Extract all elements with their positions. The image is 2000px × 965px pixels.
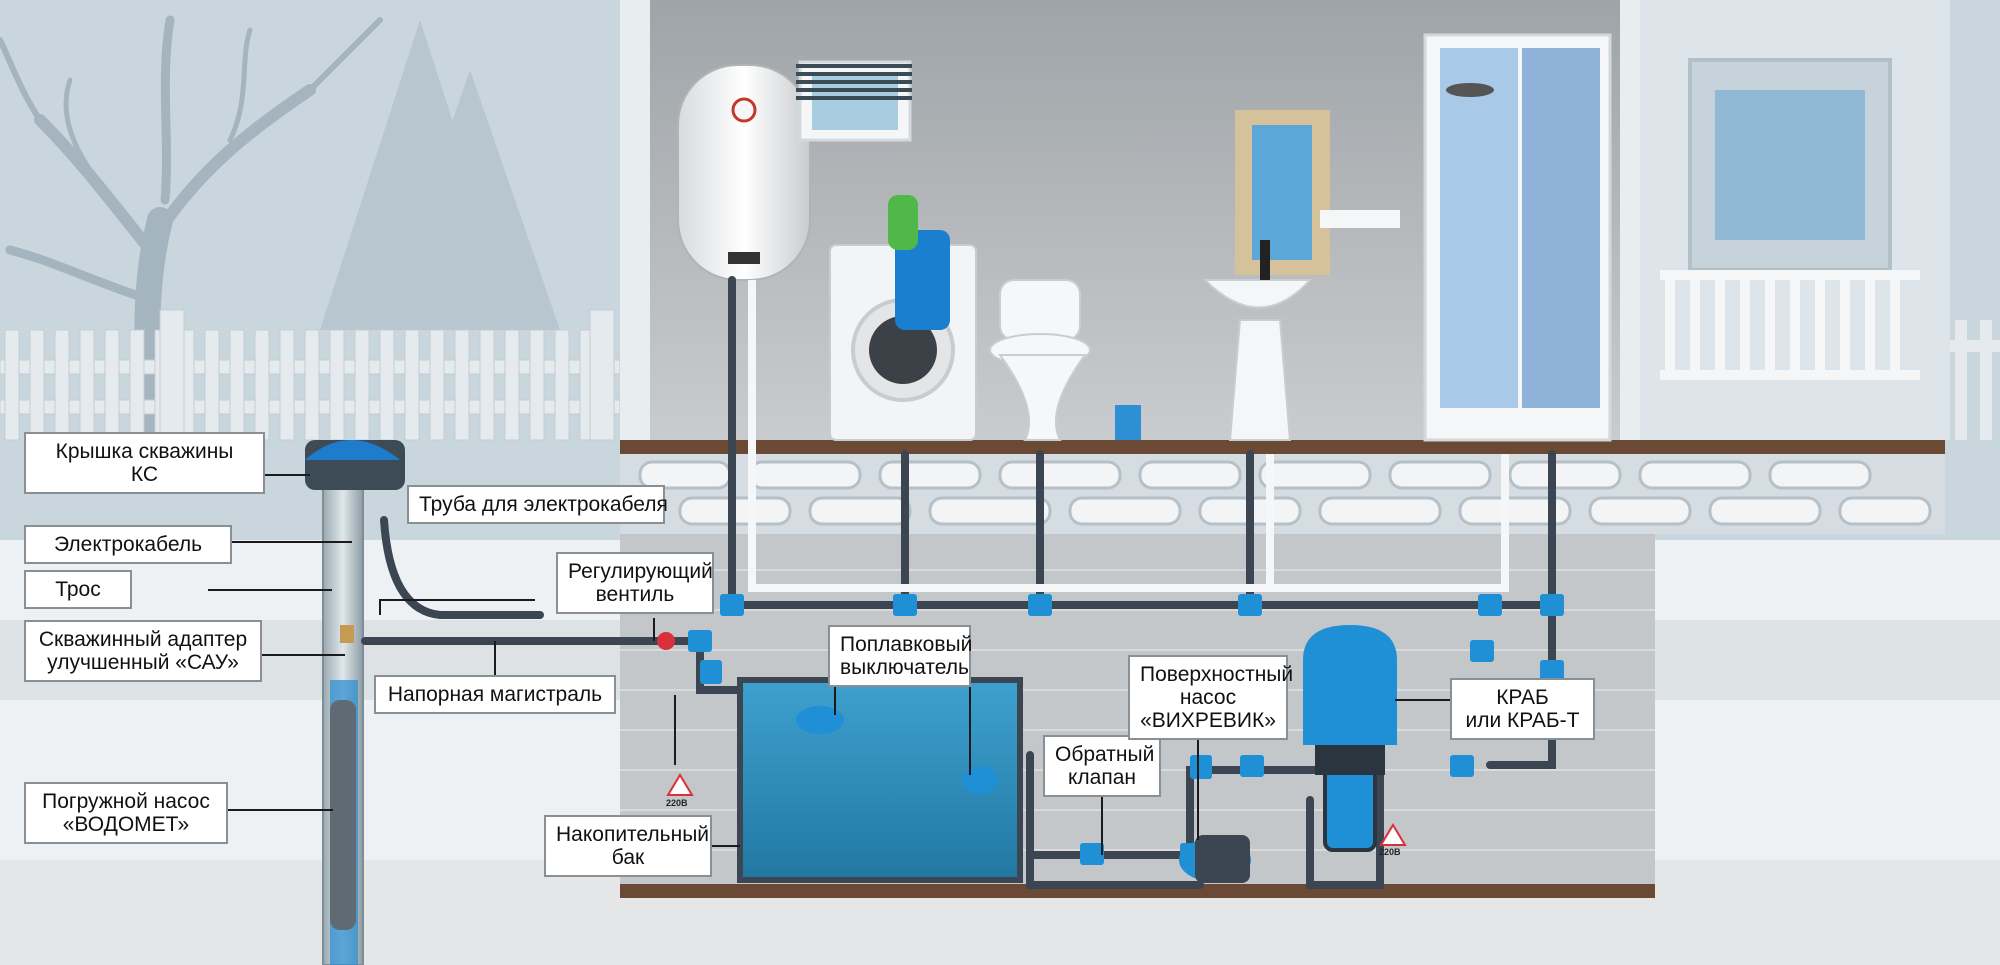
voltage-warning-left: 220В: [666, 773, 694, 808]
background-pines: [320, 20, 560, 330]
stone-foundation: [620, 454, 1945, 534]
toilet-brush: [1115, 405, 1141, 440]
label-well-adapter: Скважинный адаптер улучшенный «САУ»: [24, 620, 262, 682]
storage-tank: [737, 677, 1023, 883]
label-submersible-pump: Погружной насос «ВОДОМЕТ»: [24, 782, 228, 844]
label-storage-tank: Накопительный бак: [544, 815, 712, 877]
label-surface-pump: Поверхностный насос «ВИХРЕВИК»: [1128, 655, 1293, 740]
label-electric-cable: Электрокабель: [24, 525, 232, 564]
shower-cabin: [1423, 33, 1612, 442]
well: [305, 440, 405, 965]
neighbour-house: [1630, 0, 1950, 440]
pipes-dark: [361, 276, 1556, 889]
toilet: [989, 279, 1091, 441]
callout-leaders: [208, 474, 1450, 855]
water-heater: [677, 64, 811, 281]
label-well-cap: Крышка скважины КС: [24, 432, 265, 494]
label-krab: КРАБ или КРАБ-Т: [1450, 678, 1595, 740]
label-rope: Трос: [24, 570, 132, 609]
house-siding-right: [1620, 0, 1640, 440]
voltage-label-right: 220В: [1379, 847, 1401, 857]
label-pressure-main: Напорная магистраль: [374, 675, 616, 714]
label-cable-pipe: Труба для электрокабеля: [407, 485, 668, 524]
label-check-valve: Обратный клапан: [1043, 735, 1161, 797]
voltage-label-left: 220В: [666, 798, 688, 808]
krab-tank: [1303, 625, 1397, 852]
bathroom-floor: [620, 440, 1945, 454]
sink: [1202, 110, 1400, 441]
label-control-valve: Регулирующий вентиль: [556, 552, 714, 614]
pipes-hot: [748, 280, 1509, 592]
fence-left: [0, 309, 621, 441]
washing-machine: [829, 195, 977, 441]
house-siding: [620, 0, 650, 440]
label-float-switch: Поплавковый выключатель: [828, 625, 972, 687]
basement-floor: [620, 884, 1655, 898]
voltage-warning-right: 220В: [1379, 823, 1407, 857]
surface-pump: [1179, 835, 1251, 883]
fence-right: [1950, 320, 2000, 440]
bathroom-window: [796, 60, 912, 142]
control-valve-handle: [657, 632, 675, 650]
